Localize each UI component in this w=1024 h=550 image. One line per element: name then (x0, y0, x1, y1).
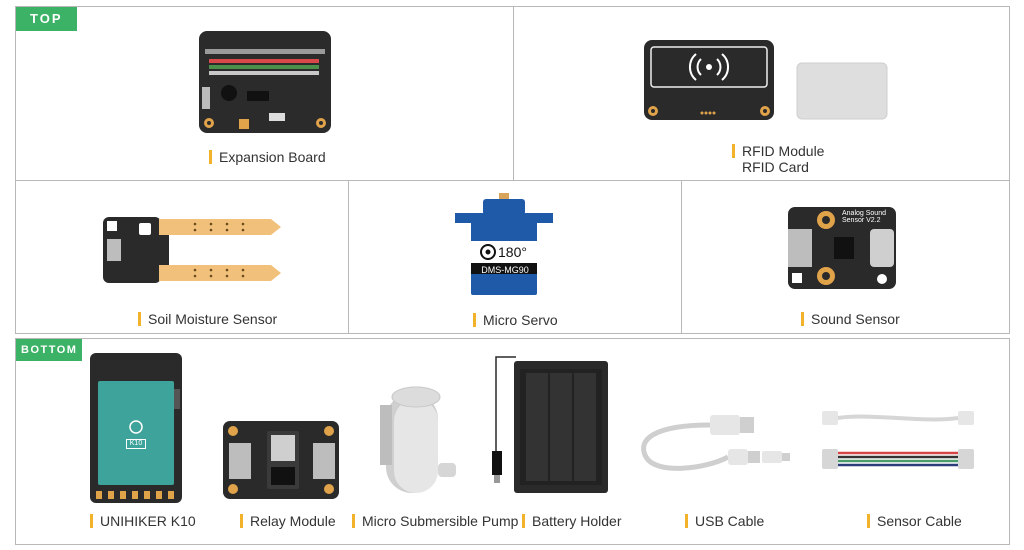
top-row2-divider-b (681, 180, 682, 333)
unihiker-k10-image (90, 353, 182, 503)
rfid-module-image (644, 40, 774, 120)
sensor-cable-image (822, 411, 974, 469)
relay-module-label: Relay Module (240, 513, 336, 529)
unihiker-k10-label: UNIHIKER K10 (90, 513, 196, 529)
bottom-panel: BOTTOM K10 UNIHIKER K10 Relay Module (15, 338, 1010, 545)
label-accent (522, 514, 525, 528)
battery-holder-image (492, 356, 608, 493)
expansion-board-image (199, 31, 331, 133)
soil-moisture-cell: Soil Moisture Sensor (16, 181, 348, 333)
label-accent (138, 312, 141, 326)
k10-screen-text: K10 (126, 439, 146, 449)
rfid-card-image (796, 62, 888, 120)
expansion-board-label: Expansion Board (209, 149, 326, 165)
rfid-cell: RFID Module RFID Card (513, 7, 1009, 180)
servo-model-text: DMS-MG90 (481, 265, 529, 275)
label-accent (209, 150, 212, 164)
label-accent (240, 514, 243, 528)
servo-angle-text: 180° (498, 244, 527, 260)
label-accent (867, 514, 870, 528)
micro-submersible-pump-image (380, 386, 456, 493)
sound-sensor-label: Sound Sensor (801, 311, 900, 327)
sound-sensor-image (788, 207, 896, 289)
sensor-cable-label: Sensor Cable (867, 513, 962, 529)
sound-sensor-board-text: Analog Sound Sensor V2.2 (842, 210, 886, 224)
micro-servo-label: Micro Servo (473, 312, 558, 328)
battery-holder-label: Battery Holder (522, 513, 621, 529)
top-row-divider (16, 180, 1009, 181)
soil-moisture-label: Soil Moisture Sensor (138, 311, 277, 327)
micro-servo-image (455, 193, 553, 295)
top-tag: TOP (16, 7, 77, 31)
rfid-label: RFID Module RFID Card (732, 143, 824, 175)
label-accent (352, 514, 355, 528)
label-accent (473, 313, 476, 327)
micro-submersible-pump-label: Micro Submersible Pump (352, 513, 518, 529)
top-row1-divider (513, 7, 514, 180)
top-row2-divider-a (348, 180, 349, 333)
label-accent (801, 312, 804, 326)
label-accent (732, 144, 735, 158)
usb-cable-label: USB Cable (685, 513, 764, 529)
soil-moisture-sensor-image (103, 217, 281, 283)
sound-sensor-cell: Analog Sound Sensor V2.2 Sound Sensor (682, 181, 1010, 333)
bottom-tag: BOTTOM (16, 339, 83, 361)
usb-cable-image (641, 415, 790, 471)
expansion-board-cell: Expansion Board (16, 7, 513, 180)
micro-servo-cell: 180° DMS-MG90 Micro Servo (349, 181, 681, 333)
label-accent (90, 514, 93, 528)
relay-module-image (223, 421, 339, 499)
top-panel: TOP Expansion Board (15, 6, 1010, 334)
label-accent (685, 514, 688, 528)
